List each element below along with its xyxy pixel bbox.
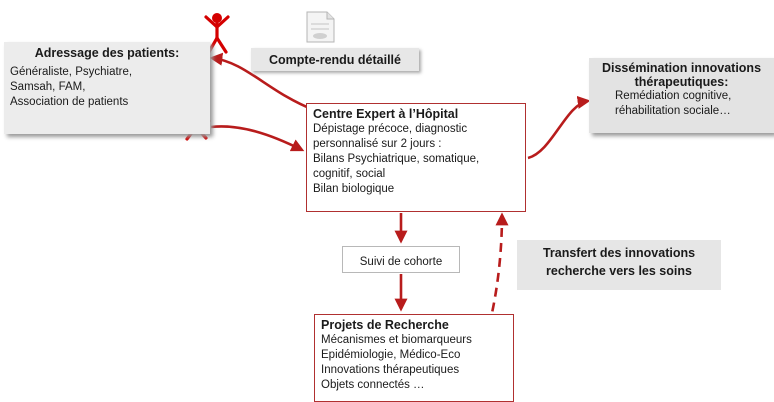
arrow-centre-to-adressage	[209, 52, 315, 112]
centre-expert-box: Centre Expert à l’Hôpital Dépistage préc…	[306, 103, 526, 212]
centre-line: cognitif, social	[313, 168, 386, 180]
arrow-patient-to-centre	[210, 125, 305, 152]
dissemination-line: Remédiation cognitive,	[615, 90, 732, 102]
suivi-label: Suivi de cohorte	[359, 256, 443, 268]
adressage-line: Samsah, FAM,	[10, 81, 86, 93]
projets-line: Innovations thérapeutiques	[321, 364, 460, 376]
projets-line: Epidémiologie, Médico-Eco	[321, 349, 461, 361]
centre-line: Bilans Psychiatrique, somatique,	[313, 153, 480, 165]
dissemination-title: Dissémination innovations	[601, 61, 762, 75]
arrow-centre-to-dissemination	[527, 95, 591, 160]
centre-line: Bilan biologique	[313, 183, 395, 195]
suivi-cohorte-box: Suivi de cohorte	[342, 246, 460, 273]
dissemination-title: thérapeutiques:	[634, 75, 729, 89]
projets-line: Objets connectés …	[321, 379, 425, 391]
adressage-line: Généraliste, Psychiatre,	[10, 66, 133, 78]
compte-rendu-label: Compte-rendu détaillé	[251, 48, 419, 71]
compte-rendu-text: Compte-rendu détaillé	[269, 53, 401, 67]
centre-line: Dépistage précoce, diagnostic	[313, 123, 468, 135]
arrow-projets-to-centre-dashed	[487, 212, 509, 327]
projets-title: Projets de Recherche	[321, 318, 449, 332]
transfert-line: Transfert des innovations	[542, 246, 696, 260]
dissemination-line: réhabilitation sociale…	[615, 105, 731, 117]
centre-line: personnalisé sur 2 jours :	[313, 138, 442, 150]
dissemination-box: Dissémination innovations thérapeutiques…	[589, 58, 774, 133]
adressage-patients-box: Adressage des patients: Généraliste, Psy…	[4, 42, 210, 134]
adressage-title: Adressage des patients:	[34, 46, 180, 60]
projets-recherche-box: Projets de Recherche Mécanismes et bioma…	[314, 314, 514, 402]
transfert-innovations-box: Transfert des innovations recherche vers…	[517, 240, 721, 290]
person-icon	[204, 13, 230, 54]
transfert-line: recherche vers les soins	[546, 264, 692, 278]
adressage-line: Association de patients	[10, 96, 129, 108]
centre-title: Centre Expert à l’Hôpital	[313, 107, 459, 121]
document-icon	[306, 11, 335, 43]
projets-line: Mécanismes et biomarqueurs	[321, 334, 472, 346]
